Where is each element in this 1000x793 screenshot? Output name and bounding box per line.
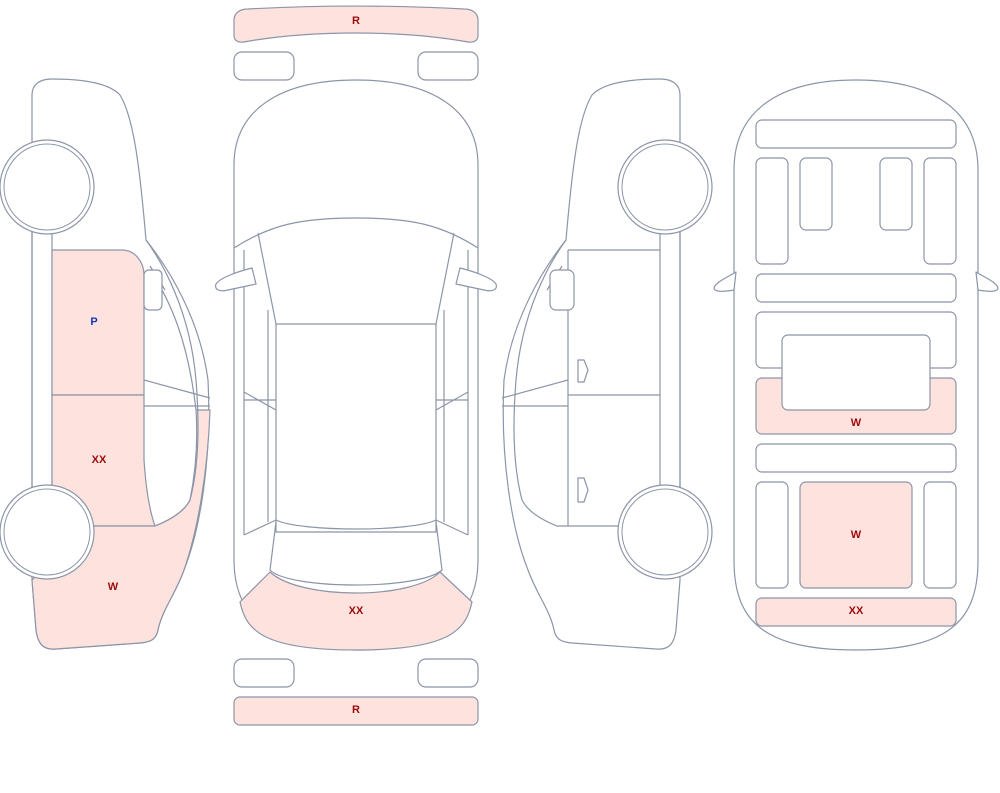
front-right-door-trim <box>923 157 957 265</box>
roof-bottom <box>275 519 437 530</box>
right-door-lines <box>501 249 660 526</box>
interior-left-mirror <box>713 271 737 292</box>
windshield-pillars <box>257 232 455 325</box>
front-right-seat <box>879 157 913 231</box>
left-rear-quarter-panel[interactable] <box>31 409 211 650</box>
trunk-lid-label: XX <box>349 605 364 617</box>
right-side-mirror <box>455 267 497 292</box>
rear-right-taillight <box>417 658 479 688</box>
right-window-outline <box>513 239 660 527</box>
top-right-side-lines <box>435 250 469 536</box>
left-side-mirror <box>215 267 257 292</box>
rear-bumper[interactable] <box>233 696 479 726</box>
cargo-area[interactable] <box>799 481 913 589</box>
rear-window <box>269 521 443 586</box>
left-rear-wheel-rim <box>3 488 91 576</box>
front-right-headlight <box>417 51 479 81</box>
left-mirror <box>143 269 163 311</box>
left-front-door-label: P <box>90 316 97 328</box>
dashboard <box>755 119 957 149</box>
cargo-left-trim <box>755 481 789 589</box>
left-rear-quarter-label: W <box>108 581 119 593</box>
rear-sill-strip[interactable] <box>755 597 957 627</box>
left-rear-window <box>143 265 211 411</box>
left-rear-door-label: XX <box>92 454 107 466</box>
front-left-door-trim <box>755 157 789 265</box>
middle-row-label: W <box>851 417 862 429</box>
left-front-wheel-rim <box>3 143 91 231</box>
interior-view: W W XX <box>713 79 999 651</box>
front-left-headlight <box>233 51 295 81</box>
cargo-divider <box>755 443 957 473</box>
right-side-view <box>501 78 713 650</box>
rear-sill-strip-label: XX <box>849 605 864 617</box>
trunk-lid[interactable] <box>239 571 473 651</box>
front-bumper-label: R <box>352 15 360 27</box>
left-front-door-panel[interactable] <box>51 249 145 396</box>
cargo-area-label: W <box>851 529 862 541</box>
front-left-seat <box>799 157 833 231</box>
top-left-side-lines <box>243 250 277 536</box>
right-mirror <box>549 269 575 311</box>
top-view: R XX R <box>215 5 497 726</box>
rear-left-taillight <box>233 658 295 688</box>
left-side-view: P XX W <box>0 78 211 650</box>
interior-right-mirror <box>975 271 999 292</box>
roof <box>275 323 437 533</box>
left-window-outline <box>145 239 199 527</box>
front-bumper[interactable] <box>233 5 479 43</box>
right-rear-wheel-rim <box>621 488 709 576</box>
right-front-door-handle <box>577 359 589 383</box>
center-console <box>755 273 957 303</box>
windshield <box>233 217 479 249</box>
right-rear-door-handle <box>577 477 589 503</box>
right-front-wheel-rim <box>621 143 709 231</box>
rear-seat-cushion <box>781 334 931 411</box>
cargo-right-trim <box>923 481 957 589</box>
rear-bumper-label: R <box>352 704 360 716</box>
